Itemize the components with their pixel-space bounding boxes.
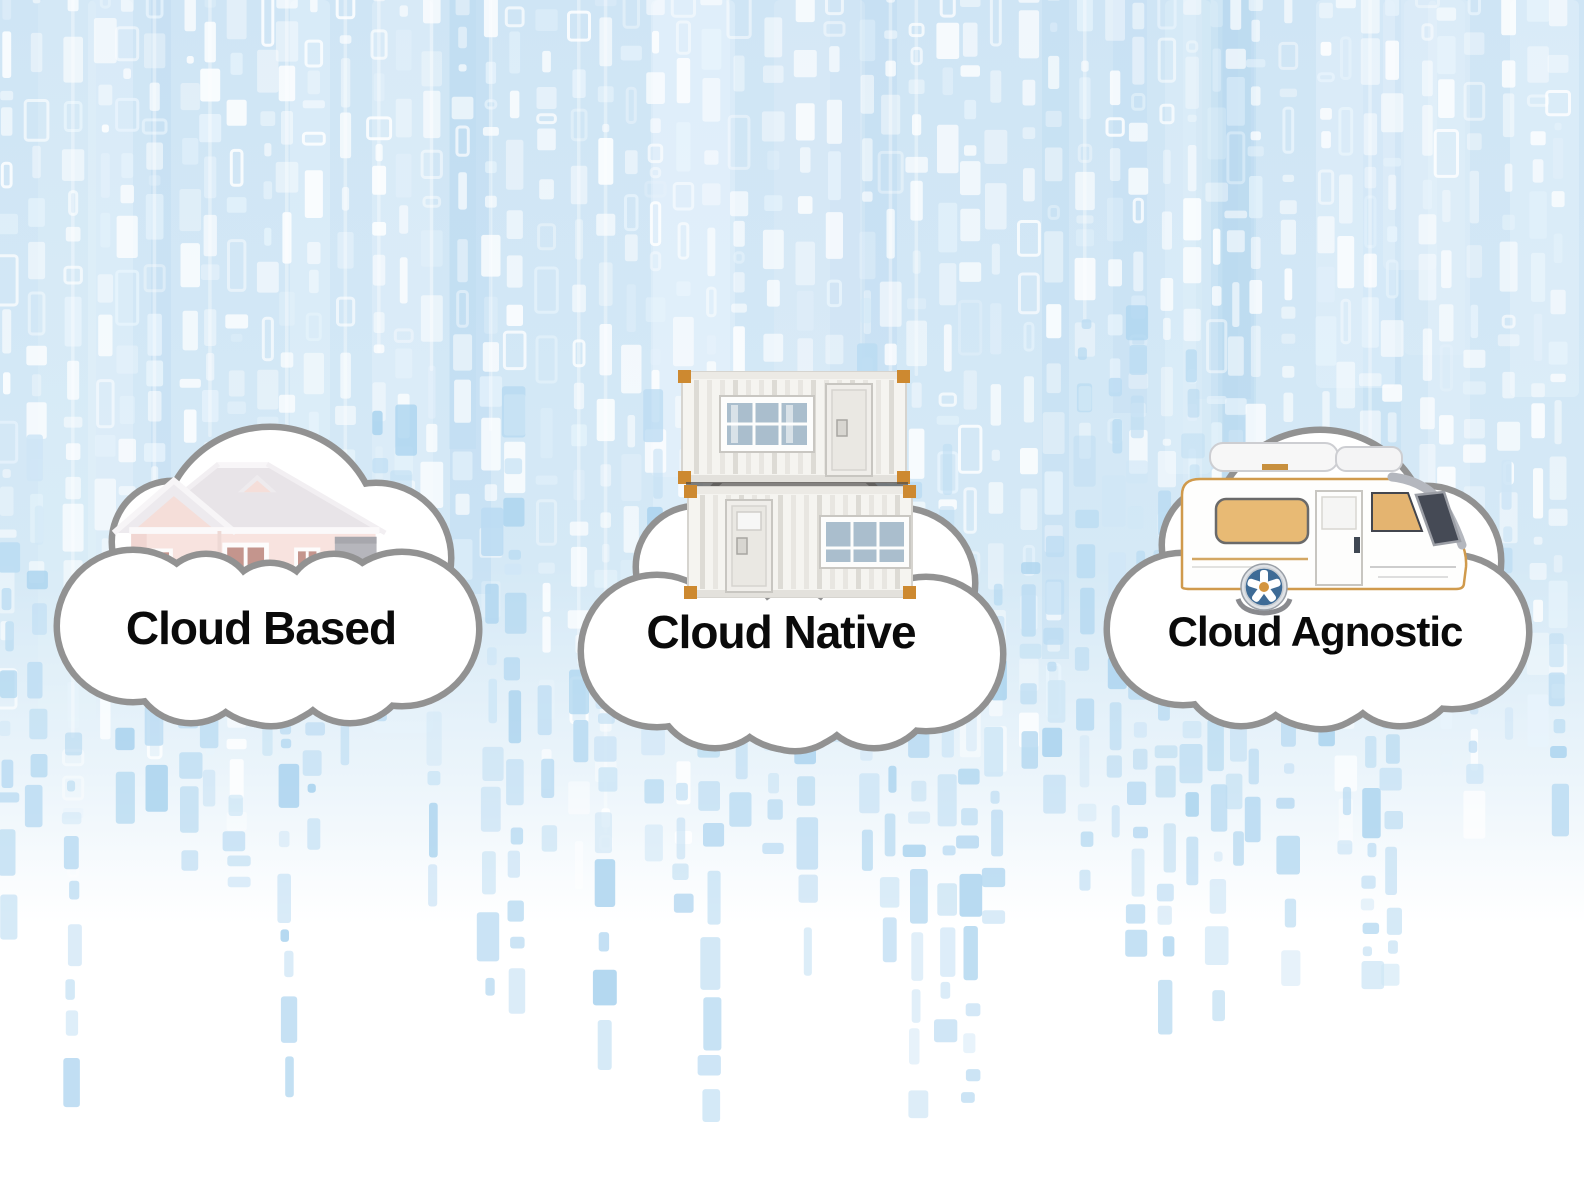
cloud-native-label: Cloud Native — [646, 606, 916, 658]
cloud-body — [53, 546, 483, 730]
stacked-shipping-containers-icon — [678, 370, 916, 599]
rv-door — [1315, 490, 1363, 586]
container-window — [719, 395, 815, 453]
cloud-native-group: Cloud Native — [577, 370, 1007, 755]
corner-fitting — [684, 485, 697, 498]
container-top — [678, 370, 910, 484]
corner-fitting — [897, 471, 910, 484]
windshield — [1414, 490, 1462, 547]
corner-fitting — [678, 471, 691, 484]
container-bottom — [684, 485, 916, 599]
container-door — [725, 499, 773, 593]
wheel-guard — [1235, 598, 1293, 616]
corner-fitting — [678, 370, 691, 383]
container-door — [825, 383, 873, 477]
corner-fitting — [903, 485, 916, 498]
cloud-agnostic-group: Cloud Agnostic — [1103, 426, 1533, 733]
living-area-window — [1214, 497, 1310, 545]
cloud-body — [1103, 549, 1533, 733]
roof-vent — [1262, 464, 1288, 470]
cloud-agnostic-label: Cloud Agnostic — [1168, 608, 1463, 655]
corner-fitting — [903, 586, 916, 599]
motorhome-rv-icon — [1180, 442, 1468, 616]
container-window — [819, 515, 911, 569]
corner-fitting — [684, 586, 697, 599]
cloud-based-label: Cloud Based — [126, 602, 396, 654]
corner-fitting — [897, 370, 910, 383]
cloud-body — [577, 571, 1007, 755]
cab-side-window — [1371, 492, 1424, 532]
cloud-based-group: Cloud Based — [53, 423, 483, 730]
rv-wheel — [1240, 563, 1288, 611]
